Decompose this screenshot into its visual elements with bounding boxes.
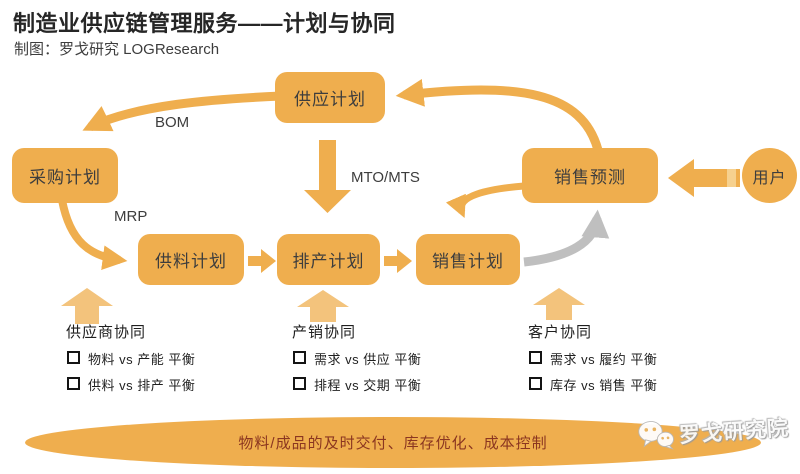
arrow-schedule-to-sales: [384, 249, 412, 273]
node-production-schedule-plan-label: 排产计划: [292, 252, 365, 271]
checkbox-bullet-icon: [67, 351, 80, 364]
arrow-user-to-forecast: [668, 159, 740, 197]
arrow-forecast-to-supply-plan: [395, 78, 603, 152]
list-item-label: 物料 vs 产能 平衡: [88, 352, 196, 367]
arrow-mto-mts: [304, 140, 351, 213]
list-item-label: 库存 vs 销售 平衡: [550, 378, 658, 393]
list-item: 供料 vs 排产 平衡: [66, 375, 281, 394]
node-user-label: 用户: [752, 169, 787, 187]
goal-banner-text: 物料/成品的及时交付、库存优化、成本控制: [238, 435, 548, 452]
section-supplier-coordination: 供应商协同 物料 vs 产能 平衡 供料 vs 排产 平衡: [66, 321, 281, 401]
list-item: 库存 vs 销售 平衡: [528, 375, 743, 394]
node-procurement-plan: 采购计划: [12, 148, 118, 203]
list-item-label: 需求 vs 供应 平衡: [314, 352, 422, 367]
node-user: 用户: [742, 148, 797, 203]
list-item: 需求 vs 履约 平衡: [528, 349, 743, 368]
checkbox-bullet-icon: [293, 351, 306, 364]
list-item-label: 供料 vs 排产 平衡: [88, 378, 196, 393]
arrow-forecast-to-sales-plan: [445, 182, 525, 218]
node-sales-plan-label: 销售计划: [432, 252, 504, 271]
list-item: 物料 vs 产能 平衡: [66, 349, 281, 368]
arrow-sales-plan-to-forecast: [523, 209, 610, 267]
arrow-material-to-schedule: [248, 249, 276, 273]
arrow-mrp: [58, 199, 128, 270]
page-subtitle: 制图：罗戈研究 LOGResearch: [14, 41, 220, 58]
node-supply-plan: 供应计划: [275, 72, 385, 123]
goal-banner: 物料/成品的及时交付、库存优化、成本控制: [25, 417, 761, 468]
edge-label-mrp: MRP: [114, 208, 148, 225]
wechat-icon: [638, 421, 674, 450]
checkbox-bullet-icon: [529, 351, 542, 364]
section-supplier-title: 供应商协同: [66, 324, 147, 341]
node-material-supply-plan: 供料计划: [138, 234, 244, 285]
up-arrow-customer: [533, 288, 585, 320]
section-production-sales-title: 产销协同: [292, 324, 357, 341]
node-procurement-plan-label: 采购计划: [29, 168, 101, 187]
list-item: 需求 vs 供应 平衡: [292, 349, 507, 368]
section-customer-coordination: 客户协同 需求 vs 履约 平衡 库存 vs 销售 平衡: [528, 321, 743, 401]
section-customer-title: 客户协同: [528, 324, 593, 341]
edge-label-bom: BOM: [155, 114, 190, 131]
watermark: 罗戈研究院: [637, 411, 790, 452]
arrow-user-highlight: [727, 169, 736, 187]
node-material-supply-plan-label: 供料计划: [155, 252, 227, 271]
checkbox-bullet-icon: [293, 377, 306, 390]
checkbox-bullet-icon: [67, 377, 80, 390]
section-production-sales-coordination: 产销协同 需求 vs 供应 平衡 排程 vs 交期 平衡: [292, 321, 507, 401]
up-arrow-production: [297, 290, 349, 322]
node-supply-plan-label: 供应计划: [294, 90, 366, 109]
up-arrow-supplier: [61, 288, 113, 324]
edge-label-mto-mts: MTO/MTS: [351, 169, 420, 186]
list-item: 排程 vs 交期 平衡: [292, 375, 507, 394]
node-sales-plan: 销售计划: [416, 234, 520, 285]
list-item-label: 需求 vs 履约 平衡: [550, 352, 658, 367]
node-sales-forecast-label: 销售预测: [554, 168, 626, 187]
node-production-schedule-plan: 排产计划: [277, 234, 380, 285]
checkbox-bullet-icon: [529, 377, 542, 390]
node-sales-forecast: 销售预测: [522, 148, 658, 203]
page-title: 制造业供应链管理服务——计划与协同: [13, 11, 396, 36]
list-item-label: 排程 vs 交期 平衡: [314, 378, 422, 393]
watermark-text: 罗戈研究院: [678, 416, 790, 447]
